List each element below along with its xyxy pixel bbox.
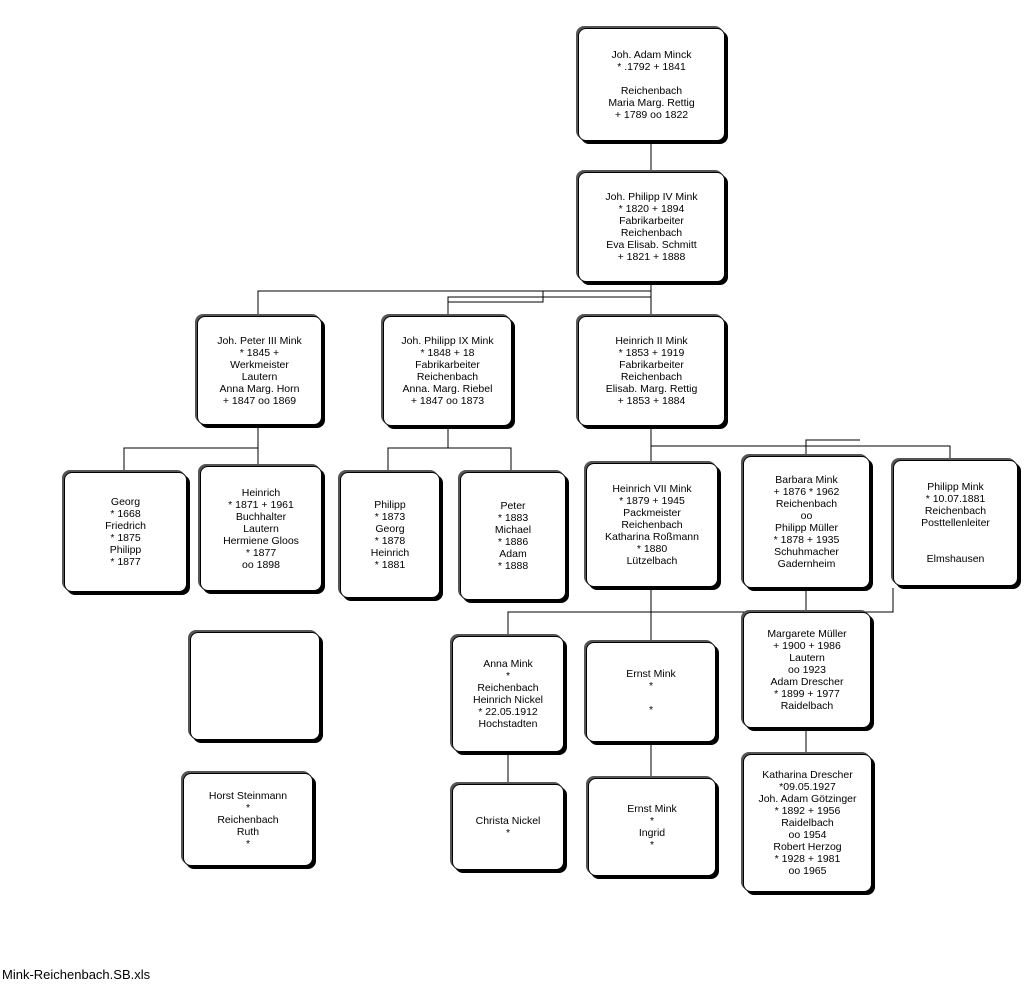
person-box-anna-mink: Anna Mink * Reichenbach Heinrich Nickel … <box>452 636 564 752</box>
person-text: Philipp * 1873 Georg * 1878 Heinrich * 1… <box>370 499 410 571</box>
connector-line <box>447 296 651 316</box>
person-box-philipp-1873: Philipp * 1873 Georg * 1878 Heinrich * 1… <box>340 472 440 598</box>
person-text: Horst Steinmann * Reichenbach Ruth * <box>208 789 288 850</box>
connector-line <box>805 439 860 456</box>
person-box-katharina-drescher: Katharina Drescher *09.05.1927 Joh. Adam… <box>743 754 872 892</box>
person-text: Joh. Philipp IV Mink * 1820 + 1894 Fabri… <box>605 191 698 263</box>
person-box-peter-1883: Peter * 1883 Michael * 1886 Adam * 1888 <box>460 472 566 600</box>
person-box-georg: Georg * 1668 Friedrich * 1875 Philipp * … <box>64 472 187 592</box>
person-box-heinrich-ii-mink: Heinrich II Mink * 1853 + 1919 Fabrikarb… <box>578 316 725 426</box>
person-text: Barbara Mink + 1876 * 1962 Reichenbach o… <box>773 474 840 570</box>
person-text: Katharina Drescher *09.05.1927 Joh. Adam… <box>758 769 857 877</box>
connector-line <box>650 426 951 460</box>
person-box-ernst-mink-2: Ernst Mink * Ingrid * <box>588 778 716 876</box>
person-text: Heinrich * 1871 + 1961 Buchhalter Lauter… <box>223 486 299 571</box>
person-box-joh-adam-minck: Joh. Adam Minck * .1792 + 1841 Reichenba… <box>578 28 725 141</box>
person-box-empty <box>190 632 320 740</box>
connector-line <box>507 588 894 636</box>
person-text: Joh. Adam Minck * .1792 + 1841 Reichenba… <box>608 48 695 121</box>
person-box-ernst-mink-1: Ernst Mink * * <box>586 642 716 742</box>
person-box-philipp-mink-1881: Philipp Mink * 10.07.1881 Reichenbach Po… <box>893 460 1018 586</box>
connector-line <box>447 291 544 303</box>
person-box-margarete-mueller: Margarete Müller + 1900 + 1986 Lautern o… <box>743 612 871 728</box>
person-box-heinrich-1871: Heinrich * 1871 + 1961 Buchhalter Lauter… <box>200 466 322 591</box>
person-text: Margarete Müller + 1900 + 1986 Lautern o… <box>767 628 847 712</box>
person-text: Philipp Mink * 10.07.1881 Reichenbach Po… <box>921 481 990 565</box>
person-box-horst-steinmann: Horst Steinmann * Reichenbach Ruth * <box>183 773 313 866</box>
person-text: Heinrich II Mink * 1853 + 1919 Fabrikarb… <box>605 335 698 407</box>
person-box-heinrich-vii-mink: Heinrich VII Mink * 1879 + 1945 Packmeis… <box>586 463 718 587</box>
person-text: Joh. Philipp IX Mink * 1848 + 18 Fabrika… <box>401 335 494 407</box>
person-box-christa-nickel: Christa Nickel * <box>452 784 564 870</box>
person-text: Ernst Mink * Ingrid * <box>627 803 677 851</box>
person-box-barbara-mink: Barbara Mink + 1876 * 1962 Reichenbach o… <box>743 456 870 588</box>
person-text: Ernst Mink * * <box>626 668 676 716</box>
person-box-joh-philipp-iv-mink: Joh. Philipp IV Mink * 1820 + 1894 Fabri… <box>578 172 725 282</box>
connector-line <box>123 447 259 472</box>
person-text: Christa Nickel * <box>475 815 541 839</box>
person-box-joh-peter-iii-mink: Joh. Peter III Mink * 1845 + Werkmeister… <box>197 316 322 425</box>
person-text: Peter * 1883 Michael * 1886 Adam * 1888 <box>494 500 532 572</box>
person-text: Heinrich VII Mink * 1879 + 1945 Packmeis… <box>605 483 699 567</box>
connector-line <box>387 447 512 472</box>
person-text: Anna Mink * Reichenbach Heinrich Nickel … <box>472 658 544 730</box>
person-box-joh-philipp-ix-mink: Joh. Philipp IX Mink * 1848 + 18 Fabrika… <box>383 316 512 426</box>
file-name-label: Mink-Reichenbach.SB.xls <box>2 967 151 982</box>
connector-line <box>257 290 651 316</box>
person-text: Georg * 1668 Friedrich * 1875 Philipp * … <box>105 496 146 568</box>
person-text: Joh. Peter III Mink * 1845 + Werkmeister… <box>217 334 302 407</box>
